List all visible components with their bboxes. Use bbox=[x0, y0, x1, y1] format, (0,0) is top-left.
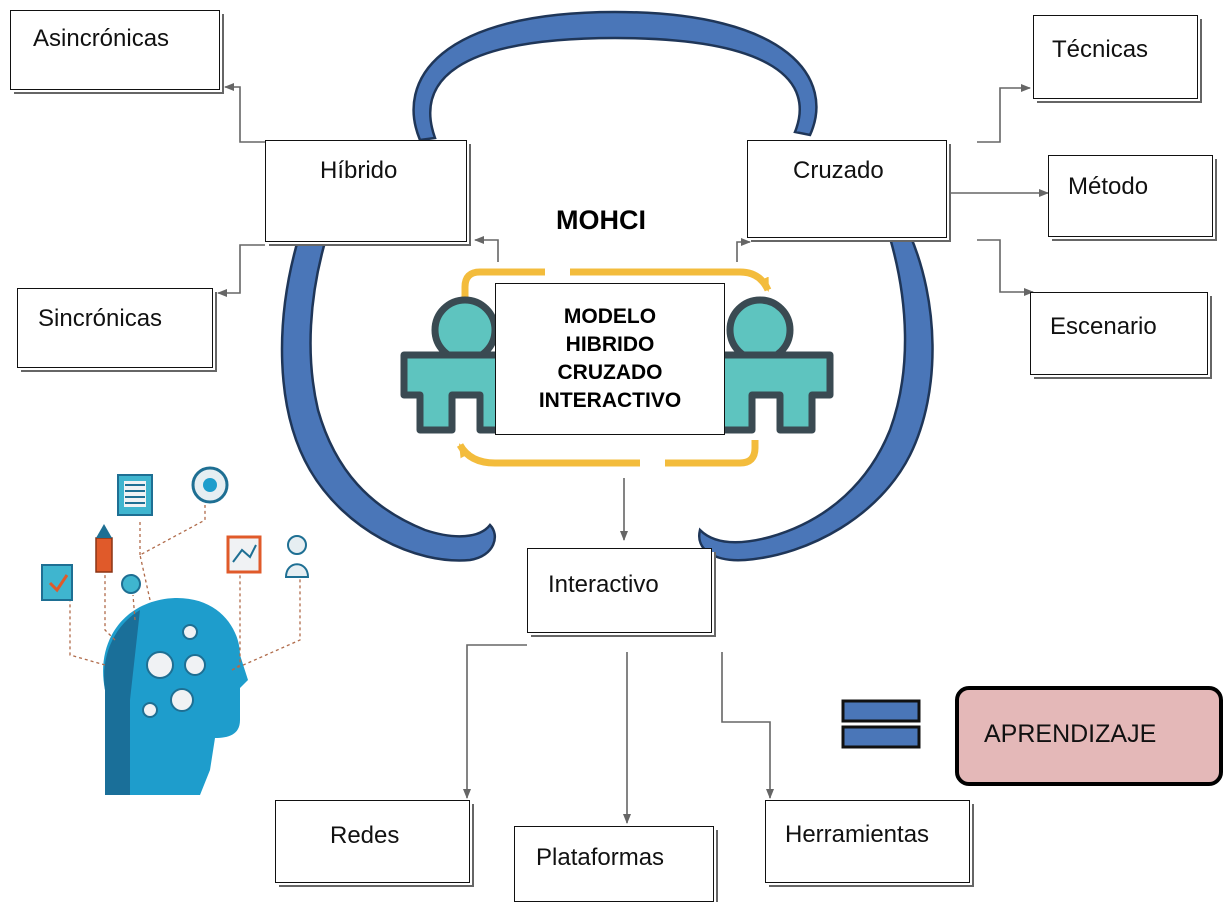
node-redes bbox=[275, 800, 470, 883]
node-metodo bbox=[1048, 155, 1213, 237]
node-tecnicas bbox=[1033, 15, 1198, 99]
center-line-4: INTERACTIVO bbox=[538, 389, 682, 412]
node-escenario-label: Escenario bbox=[1050, 313, 1157, 340]
node-hibrido bbox=[265, 140, 467, 242]
connectors bbox=[217, 83, 1049, 824]
left-arc bbox=[280, 238, 496, 562]
node-escenario bbox=[1030, 292, 1208, 375]
node-redes-label: Redes bbox=[330, 822, 400, 849]
equals-bar-top bbox=[841, 699, 921, 723]
node-sincronicas-label: Sincrónicas bbox=[38, 305, 163, 332]
right-arc bbox=[697, 233, 934, 562]
node-cruzado-label: Cruzado bbox=[793, 157, 884, 184]
node-hibrido-label: Híbrido bbox=[320, 157, 398, 184]
node-metodo-label: Método bbox=[1068, 173, 1149, 200]
center-model-box: MODELO HIBRIDO CRUZADO INTERACTIVO bbox=[495, 283, 725, 435]
node-interactivo bbox=[527, 548, 712, 633]
node-interactivo-label: Interactivo bbox=[548, 571, 659, 598]
equals-bar-bottom bbox=[841, 725, 921, 749]
brain-gears-illustration bbox=[41, 466, 310, 795]
center-line-3: CRUZADO bbox=[557, 361, 663, 384]
node-cruzado bbox=[747, 140, 947, 238]
top-arc bbox=[412, 10, 818, 142]
center-line-1: MODELO bbox=[563, 305, 657, 328]
center-line-2: HIBRIDO bbox=[565, 333, 655, 356]
node-plataformas-label: Plataformas bbox=[536, 844, 665, 871]
result-aprendizaje-label: APRENDIZAJE bbox=[984, 720, 1157, 748]
result-aprendizaje-box: APRENDIZAJE bbox=[955, 686, 1223, 786]
cycle-arrows bbox=[456, 268, 772, 467]
node-sincronicas bbox=[17, 288, 213, 368]
node-asincronicas-label: Asincrónicas bbox=[33, 25, 170, 52]
node-asincronicas bbox=[10, 10, 220, 90]
node-tecnicas-label: Técnicas bbox=[1052, 36, 1149, 63]
node-herramientas-label: Herramientas bbox=[785, 821, 930, 848]
diagram-title: MOHCI bbox=[556, 205, 646, 235]
node-herramientas bbox=[765, 800, 970, 883]
person-right-icon bbox=[696, 296, 834, 434]
node-plataformas bbox=[514, 826, 714, 902]
